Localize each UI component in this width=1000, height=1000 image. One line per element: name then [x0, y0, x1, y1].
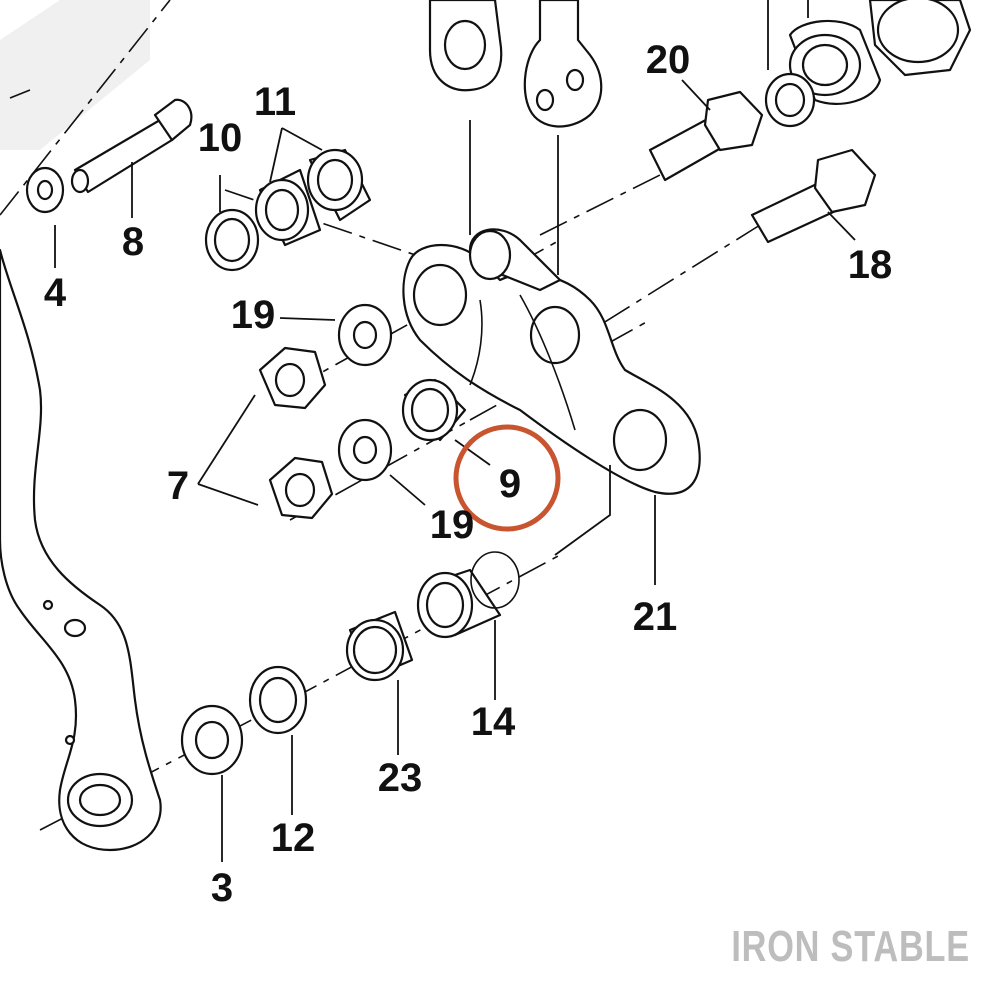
leader-lines [54, 0, 856, 862]
washer-3 [180, 704, 244, 776]
callout-14: 14 [471, 700, 516, 744]
small-washer [25, 166, 65, 214]
flanged-spacers-11 [254, 148, 372, 247]
bolt-18 [750, 148, 877, 244]
callout-19-upper: 19 [231, 293, 276, 337]
top-right-hardware [764, 0, 972, 128]
seal-12 [248, 665, 308, 735]
spacer-9 [401, 378, 467, 442]
long-bolt [70, 98, 193, 194]
background-watermark-shape [0, 0, 150, 150]
mounting-bracket [402, 228, 701, 495]
callout-10: 10 [198, 116, 243, 160]
brand-logo-text: IRON STABLE [731, 922, 970, 971]
callout-19-lower: 19 [430, 503, 475, 547]
callout-23: 23 [378, 756, 423, 800]
bolt-20 [648, 90, 764, 182]
lever-arm [0, 248, 162, 852]
callout-20: 20 [646, 38, 691, 82]
callout-12: 12 [271, 816, 316, 860]
bushing-10 [204, 208, 260, 272]
callout-11: 11 [254, 80, 296, 124]
callout-9: 9 [499, 462, 521, 506]
hex-nuts-7 [258, 346, 334, 520]
callout-8: 8 [122, 220, 144, 264]
callout-4: 4 [44, 271, 67, 315]
callout-labels: 3 4 7 8 9 10 11 12 14 18 19 19 20 21 23 [44, 38, 892, 910]
callout-18: 18 [848, 243, 893, 287]
washers-19 [337, 303, 393, 482]
highlight-ring [453, 424, 561, 532]
flanged-bushing-14 [416, 551, 520, 639]
callout-21: 21 [633, 595, 678, 639]
callout-3: 3 [211, 866, 233, 910]
sleeve-23 [345, 610, 414, 682]
callout-7: 7 [167, 464, 189, 508]
rod-end-fittings [428, 0, 603, 128]
